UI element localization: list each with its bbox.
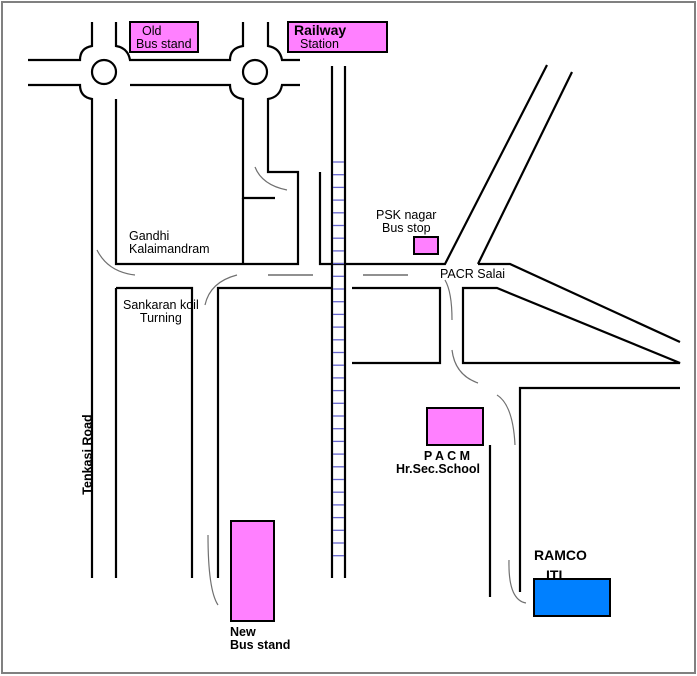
top-road	[28, 22, 300, 266]
diagonal-road	[477, 71, 573, 265]
psk-nagar-bus-stop-building[interactable]	[413, 236, 439, 255]
sankaran-line1: Sankaran koil	[123, 298, 199, 312]
roundabout-west	[90, 58, 118, 86]
new-busstand-block	[216, 286, 332, 578]
old-bus-stand-building[interactable]	[129, 21, 199, 53]
ramco-iti-building[interactable]	[533, 578, 611, 617]
pacm-school-building[interactable]	[426, 407, 484, 446]
roundabout-east	[241, 58, 269, 86]
railway-track	[330, 66, 347, 578]
new-bus-stand-line1: New	[230, 625, 256, 639]
railway-station-label: Railway Station	[294, 23, 346, 51]
new-bus-stand-line2: Bus stand	[230, 638, 291, 652]
old-bus-stand-line2: Bus stand	[136, 37, 192, 51]
sankaran-line2: Turning	[139, 311, 182, 325]
pacm-line2: Hr.Sec.School	[395, 462, 480, 476]
pacr-salai-label: PACR Salai	[440, 267, 506, 281]
psk-nagar-line1: PSK nagar	[376, 208, 437, 222]
psk-nagar-label: PSK nagar Bus stop	[376, 209, 436, 235]
old-bus-stand-line1: Old	[142, 24, 162, 38]
railway-station-line2: Station	[300, 37, 339, 51]
new-bus-stand-building[interactable]	[230, 520, 275, 622]
pacr-salai-upper	[478, 262, 681, 343]
ramco-line2: ITI	[546, 567, 563, 583]
tenkasi-road	[90, 198, 118, 578]
gandhi-line2: Kalaimandram	[129, 242, 210, 256]
tenkasi-road-label: Tenkasi Road	[80, 414, 95, 495]
ramco-line1: RAMCO	[534, 547, 587, 563]
sankaran-koil-label: Sankaran koil Turning	[123, 299, 199, 325]
gandhi-kalaimandram-label: Gandhi Kalaimandram	[129, 230, 210, 256]
railway-station-building[interactable]	[287, 21, 388, 53]
ramco-iti-label: RAMCO ITI	[534, 545, 587, 585]
pacm-school-label: P A C M Hr.Sec.School	[380, 450, 480, 476]
new-bus-stand-label: New Bus stand	[230, 626, 290, 652]
psk-nagar-line2: Bus stop	[382, 221, 431, 235]
triangle-block	[461, 286, 681, 365]
turn-arcs	[96, 166, 527, 606]
railway-station-line1: Railway	[294, 22, 347, 38]
ramco-block	[518, 386, 680, 592]
center-block	[352, 286, 442, 365]
pacm-line1: P A C M	[423, 449, 470, 463]
gandhi-line1: Gandhi	[129, 229, 170, 243]
psk-block	[318, 64, 548, 266]
sankaran-block	[116, 286, 194, 578]
old-bus-stand-label: Old Bus stand	[136, 24, 192, 51]
